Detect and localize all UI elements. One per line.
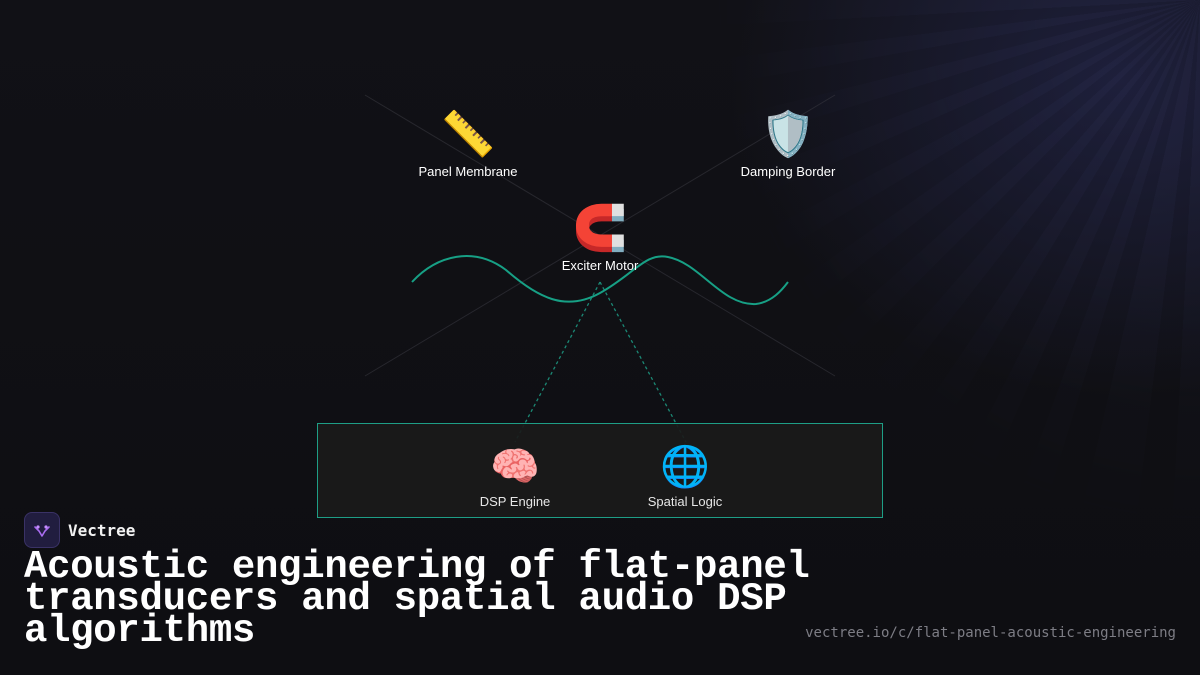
magnet-icon: 🧲: [572, 204, 628, 253]
vectree-logo-icon: [24, 512, 60, 548]
connector-spatial-logic: [599, 281, 687, 443]
node-label: DSP Engine: [479, 494, 551, 509]
node-exciter-motor: 🧲 Exciter Motor: [530, 204, 670, 273]
dsp-engine-group: [317, 423, 883, 518]
shield-icon: 🛡️: [760, 110, 816, 159]
node-dsp-engine: 🧠 DSP Engine: [445, 444, 585, 509]
node-label: Spatial Logic: [647, 494, 723, 509]
source-url[interactable]: vectree.io/c/flat-panel-acoustic-enginee…: [805, 625, 1176, 641]
node-damping-border: 🛡️ Damping Border: [718, 110, 858, 179]
node-label: Damping Border: [740, 164, 836, 179]
node-spatial-logic: 🌐 Spatial Logic: [615, 444, 755, 509]
ruler-icon: 📏: [440, 110, 496, 159]
brain-icon: 🧠: [490, 445, 540, 489]
sound-wave: [411, 255, 789, 306]
connector-line-top-right: [364, 94, 836, 377]
page-title: Acoustic engineering of flat-panel trans…: [24, 545, 810, 653]
brand: Vectree: [24, 512, 135, 548]
connector-dsp-engine: [514, 281, 601, 443]
node-label: Exciter Motor: [561, 258, 639, 273]
globe-icon: 🌐: [660, 445, 710, 489]
node-panel-membrane: 📏 Panel Membrane: [398, 110, 538, 179]
brand-name: Vectree: [68, 520, 136, 540]
node-label: Panel Membrane: [418, 164, 518, 179]
